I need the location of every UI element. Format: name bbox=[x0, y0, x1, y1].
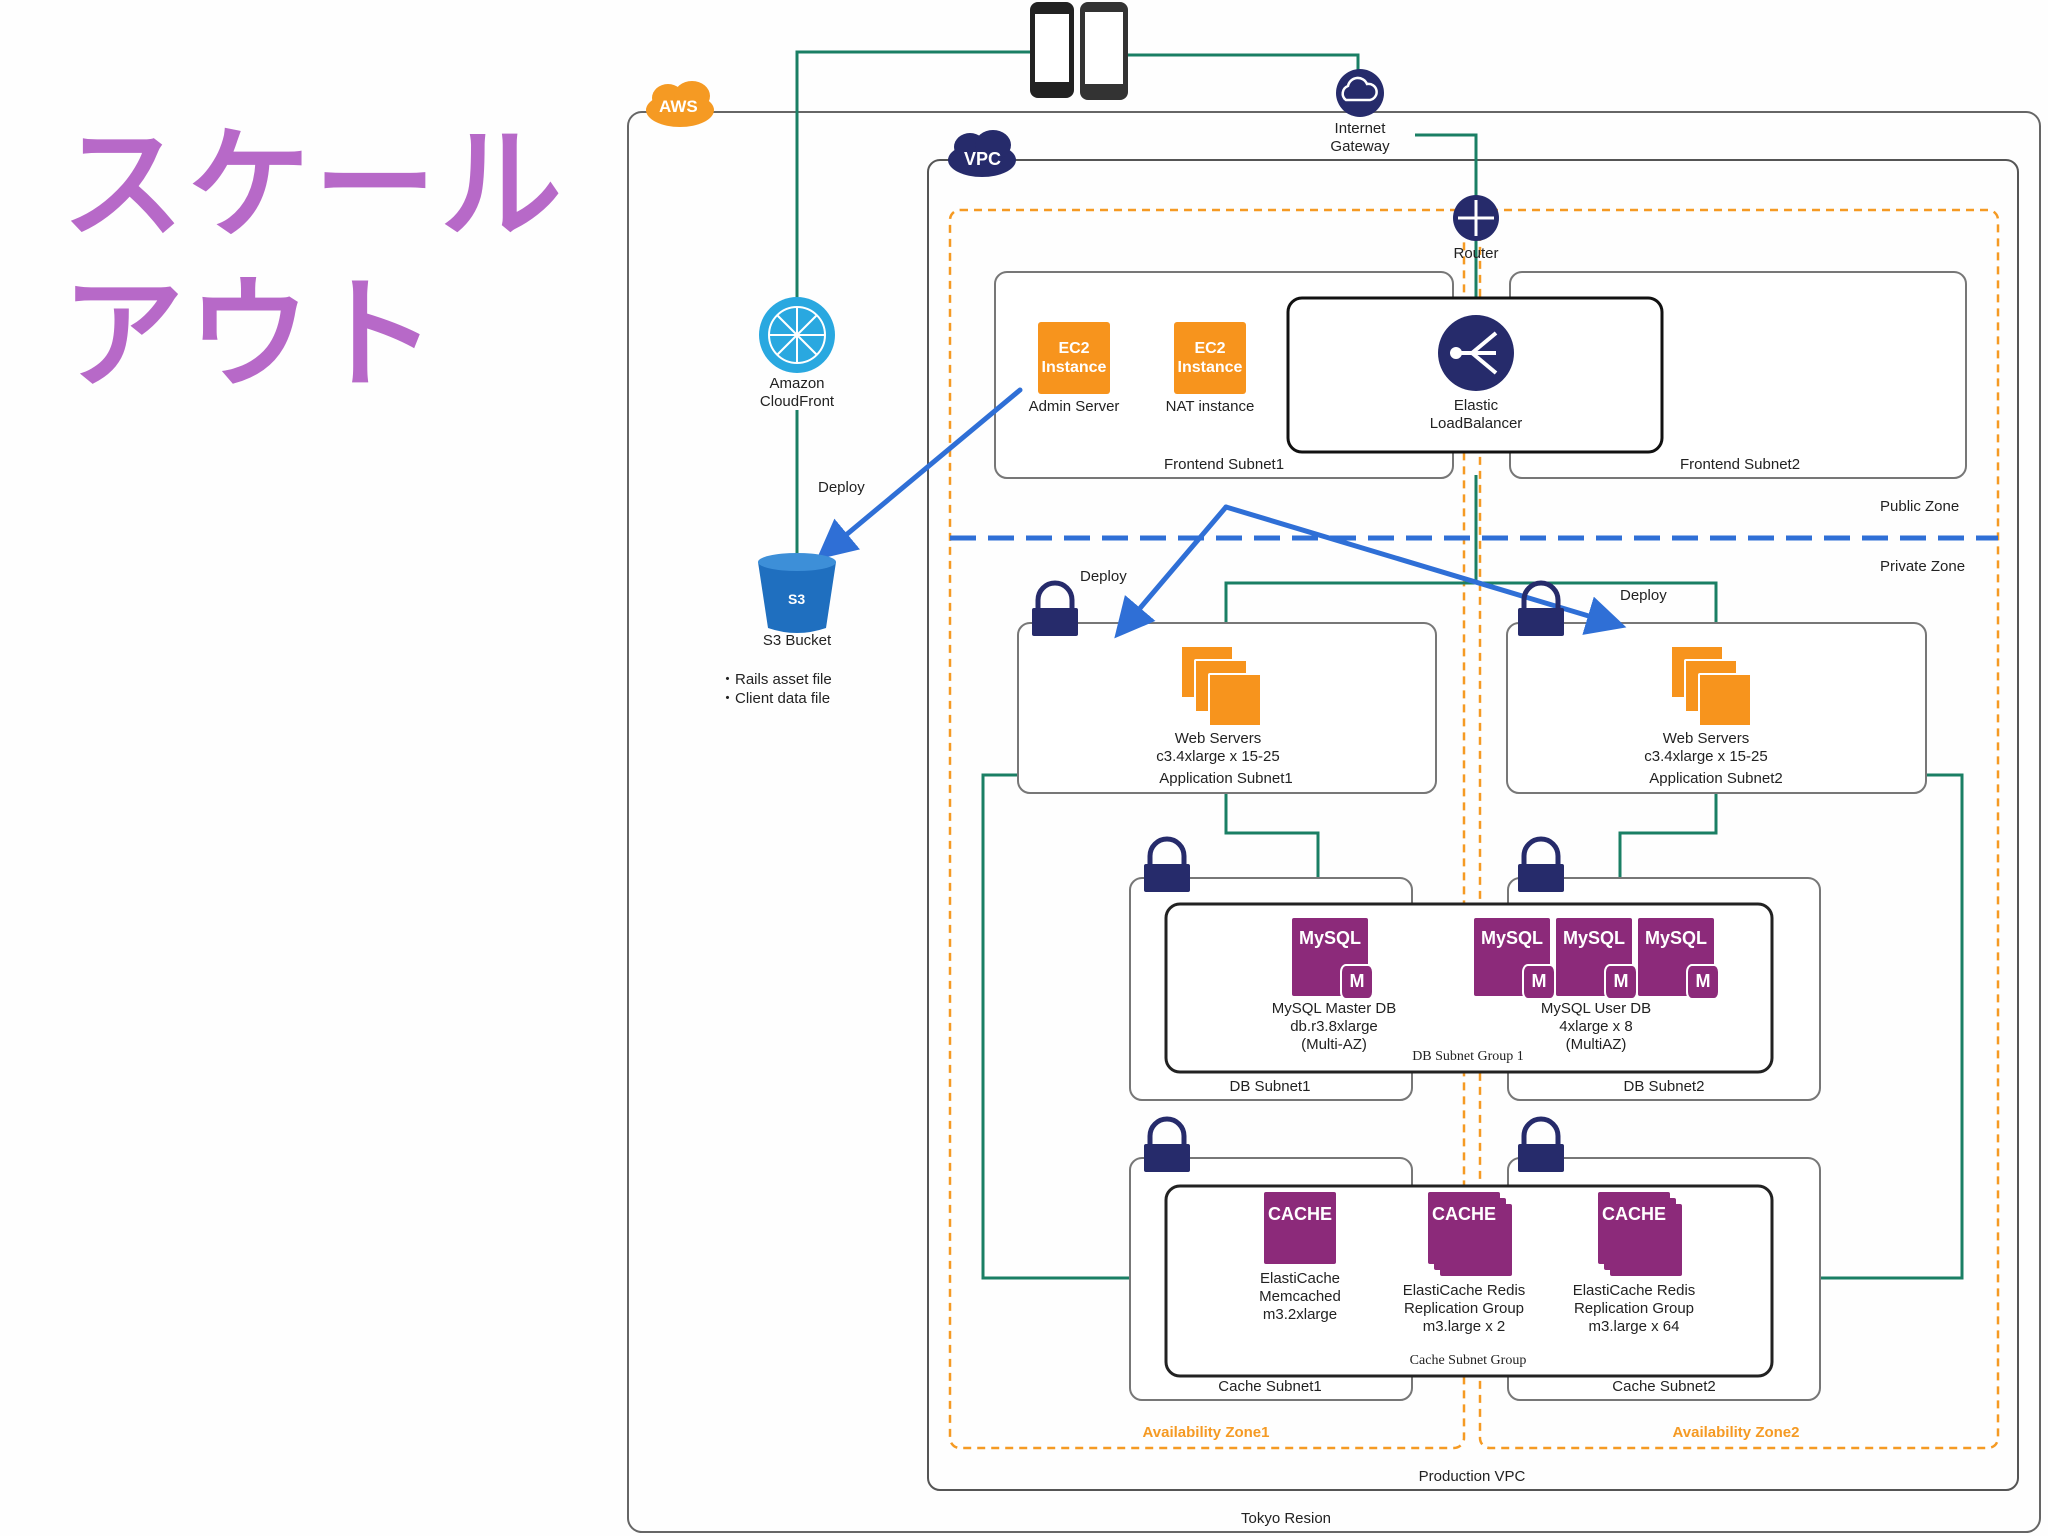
admin-server-ec2-icon: EC2 Instance bbox=[1038, 322, 1110, 394]
cloudfront-label: Amazon CloudFront bbox=[759, 375, 835, 410]
aws-region-box bbox=[627, 111, 2041, 1533]
availability-zone-2 bbox=[1478, 208, 2000, 1450]
s3-icon-text: S3 bbox=[788, 591, 806, 607]
db-subnet-group-label: DB Subnet Group 1 bbox=[1412, 1049, 1524, 1064]
mysql-user-3-m-badge: M bbox=[1686, 964, 1720, 1000]
vpc-box bbox=[927, 159, 2019, 1491]
web-servers-2-label: Web Servers c3.4xlarge x 15-25 bbox=[1644, 730, 1768, 765]
production-vpc-label: Production VPC bbox=[1418, 1468, 1526, 1485]
mysql-user-3-icon-text: MySQL bbox=[1644, 928, 1707, 948]
deploy-arrow-s3 bbox=[816, 387, 1023, 560]
aws-badge-label: AWS bbox=[659, 97, 698, 116]
connector-app1-cache bbox=[981, 773, 1166, 1280]
internet-gateway-icon bbox=[1336, 69, 1384, 117]
lock-icon-app1 bbox=[1032, 580, 1078, 636]
aws-cloud-badge bbox=[646, 81, 714, 127]
memcached-label: ElastiCache Memcached m3.2xlarge bbox=[1259, 1270, 1341, 1323]
db-subnet-1-label: DB Subnet1 bbox=[1229, 1078, 1311, 1095]
app-subnet-2-label: Application Subnet2 bbox=[1649, 770, 1783, 787]
redis-2-icon: CACHE bbox=[1598, 1192, 1670, 1264]
availability-zone-1 bbox=[948, 208, 1466, 1450]
deploy-arrow-app1 bbox=[1114, 504, 1229, 639]
mobile-phones-icon bbox=[1030, 2, 1128, 100]
connector-phone-cloudfront bbox=[795, 50, 1030, 305]
mysql-user-icon-1: MySQL M bbox=[1474, 918, 1556, 1000]
s3-item-client: ・Client data file bbox=[720, 690, 831, 707]
slide-title: スケール アウト bbox=[62, 110, 566, 410]
router-icon bbox=[1453, 195, 1499, 241]
redis-1-label: ElastiCache Redis Replication Group m3.l… bbox=[1402, 1282, 1526, 1335]
web-servers-1-label: Web Servers c3.4xlarge x 15-25 bbox=[1156, 730, 1280, 765]
mysql-user-icon-2: MySQL M bbox=[1556, 918, 1638, 1000]
elb-icon bbox=[1438, 315, 1514, 391]
connector-igw-router bbox=[1415, 133, 1478, 200]
router-label: Router bbox=[1453, 245, 1499, 262]
cache-subnet-2-label: Cache Subnet2 bbox=[1612, 1378, 1716, 1395]
title-line-2: アウト bbox=[62, 264, 440, 406]
mysql-user-1-m-badge: M bbox=[1522, 964, 1556, 1000]
mysql-user-label: MySQL User DB 4xlarge x 8 (MultiAZ) bbox=[1540, 1000, 1652, 1053]
elb-label: Elastic LoadBalancer bbox=[1429, 397, 1523, 432]
cache-subnet-group-label: Cache Subnet Group bbox=[1409, 1353, 1527, 1368]
lock-icon-db1 bbox=[1144, 836, 1190, 892]
connector-app2-db bbox=[1618, 793, 1718, 902]
cache-subnet-1-label: Cache Subnet1 bbox=[1218, 1378, 1322, 1395]
vpc-cloud-badge bbox=[948, 130, 1016, 177]
mysql-master-m-badge: M bbox=[1340, 964, 1374, 1000]
internet-gateway-label: Internet Gateway bbox=[1330, 120, 1390, 155]
deploy-label-app2: Deploy bbox=[1620, 587, 1667, 604]
redis-1-icon: CACHE bbox=[1428, 1192, 1500, 1264]
nat-instance-ec2-icon: EC2 Instance bbox=[1174, 322, 1246, 394]
admin-server-label: Admin Server bbox=[1028, 398, 1120, 415]
private-zone-label: Private Zone bbox=[1880, 558, 1966, 575]
s3-bucket-icon bbox=[758, 553, 836, 633]
connector-app1-db bbox=[1224, 793, 1320, 902]
nat-instance-label: NAT instance bbox=[1165, 398, 1255, 415]
mysql-user-2-m-badge: M bbox=[1604, 964, 1638, 1000]
connector-app2-cache bbox=[1772, 773, 1964, 1280]
mysql-user-2-icon-text: MySQL bbox=[1562, 928, 1625, 948]
frontend-subnet-2-label: Frontend Subnet2 bbox=[1679, 456, 1801, 473]
mysql-user-1-icon-text: MySQL bbox=[1480, 928, 1543, 948]
s3-item-rails: ・Rails asset file bbox=[720, 671, 832, 688]
vpc-badge-label: VPC bbox=[964, 149, 1002, 169]
lock-icon-cache2 bbox=[1518, 1116, 1564, 1172]
lock-icon-db2 bbox=[1518, 836, 1564, 892]
connector-phone-igw bbox=[1128, 53, 1360, 74]
mysql-user-icon-3: MySQL M bbox=[1638, 918, 1720, 1000]
web-servers-2-icon bbox=[1670, 645, 1756, 731]
memcached-icon: CACHE bbox=[1264, 1192, 1336, 1264]
db-subnet-2-label: DB Subnet2 bbox=[1623, 1078, 1705, 1095]
public-zone-label: Public Zone bbox=[1880, 498, 1960, 515]
lock-icon-app2 bbox=[1518, 580, 1564, 636]
web-servers-1-icon bbox=[1180, 645, 1266, 731]
mysql-master-icon: MySQL M bbox=[1292, 918, 1374, 1000]
s3-bucket-label: S3 Bucket bbox=[762, 632, 832, 649]
availability-zone-1-label: Availability Zone1 bbox=[1142, 1424, 1270, 1441]
redis-2-label: ElastiCache Redis Replication Group m3.l… bbox=[1572, 1282, 1696, 1335]
deploy-label-app1: Deploy bbox=[1080, 568, 1127, 585]
mysql-master-icon-text: MySQL bbox=[1298, 928, 1361, 948]
tokyo-region-label: Tokyo Resion bbox=[1240, 1510, 1332, 1527]
title-line-1: スケール bbox=[62, 114, 566, 256]
frontend-subnet-1-label: Frontend Subnet1 bbox=[1163, 456, 1285, 473]
availability-zone-2-label: Availability Zone2 bbox=[1672, 1424, 1800, 1441]
app-subnet-1-label: Application Subnet1 bbox=[1159, 770, 1293, 787]
s3-contents-list: ・Rails asset file ・Client data file bbox=[720, 670, 832, 708]
lock-icon-cache1 bbox=[1144, 1116, 1190, 1172]
cloudfront-icon bbox=[759, 297, 835, 373]
mysql-master-label: MySQL Master DB db.r3.8xlarge (Multi-AZ) bbox=[1271, 1000, 1397, 1053]
deploy-label-s3: Deploy bbox=[818, 479, 865, 496]
lock-icons bbox=[1032, 580, 1564, 1172]
deploy-arrow-app2 bbox=[1223, 504, 1627, 635]
